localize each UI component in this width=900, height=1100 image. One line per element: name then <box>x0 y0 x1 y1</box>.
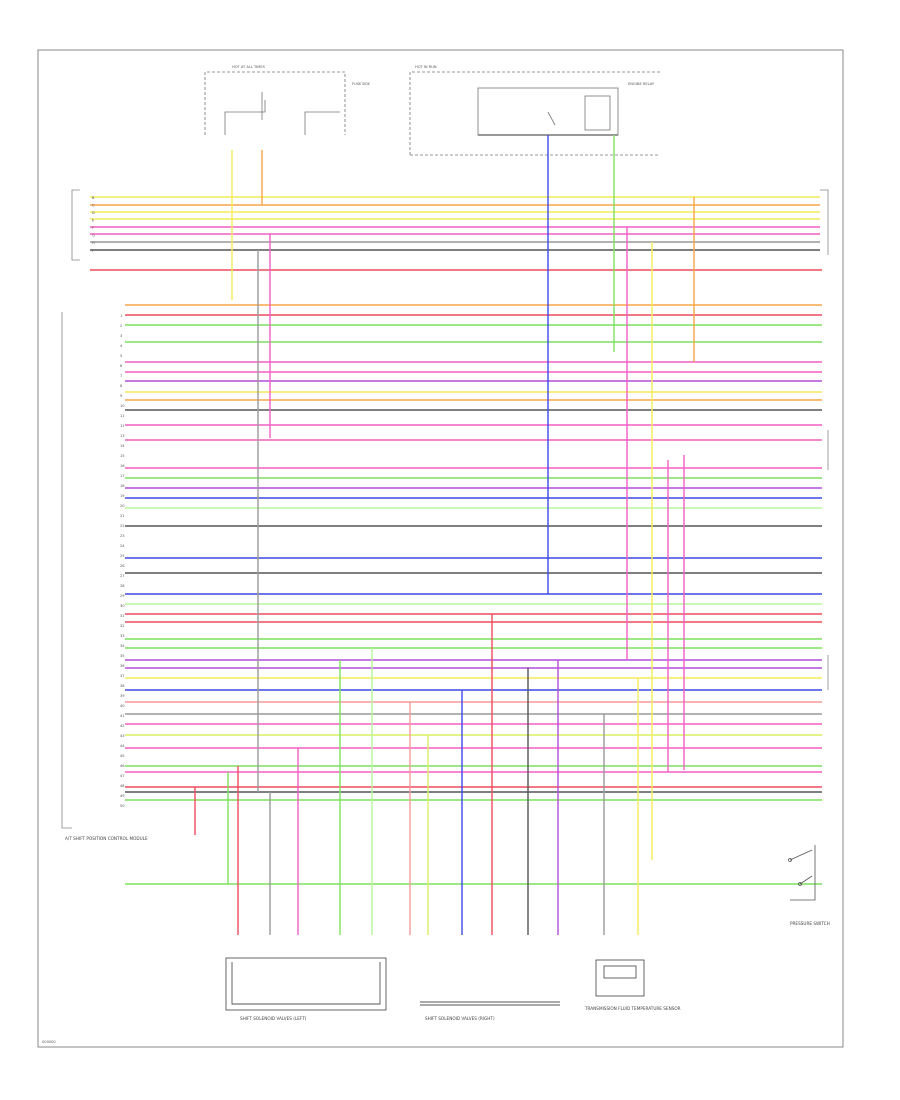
pin-main-45: 45 <box>120 754 125 758</box>
pin-main-29: 29 <box>120 594 125 598</box>
relay-label-2: ENGINE RELAY <box>628 82 655 86</box>
temp-sensor-caption: TRANSMISSION FLUID TEMPERATURE SENSOR <box>584 1006 681 1011</box>
pin-main-18: 18 <box>120 484 125 488</box>
pin-main-12: 12 <box>120 424 125 428</box>
pressure-switch-symbol <box>788 845 816 901</box>
module-bracket-left <box>61 189 80 829</box>
pin-main-32: 32 <box>120 624 125 628</box>
relay-label: HOT IN RUN <box>415 65 437 69</box>
pin-main-17: 17 <box>120 474 125 478</box>
pin-main-42: 42 <box>120 724 125 728</box>
pin-main-30: 30 <box>120 604 125 608</box>
right-bracket <box>820 189 829 690</box>
pin-main-28: 28 <box>120 584 125 588</box>
pin-main-26: 26 <box>120 564 125 568</box>
pin-main-48: 48 <box>120 784 125 788</box>
footer-code: 000000 <box>42 1040 56 1044</box>
temp-sensor-symbol <box>595 959 645 997</box>
pin-main-41: 41 <box>120 714 125 718</box>
pin-top-H: H <box>92 241 95 245</box>
pin-main-24: 24 <box>120 544 125 548</box>
relay-box-right <box>409 71 660 156</box>
pin-top-D: D <box>92 211 95 215</box>
pin-main-39: 39 <box>120 694 125 698</box>
fuse-label-left: HOT AT ALL TIMES <box>232 65 266 69</box>
pin-main-44: 44 <box>120 744 125 748</box>
pin-main-20: 20 <box>120 504 125 508</box>
pin-main-21: 21 <box>120 514 125 518</box>
pin-main-22: 22 <box>120 524 125 528</box>
solenoid-right-caption: SHIFT SOLENOID VALVES (RIGHT) <box>425 1016 495 1021</box>
pin-main-5: 5 <box>120 354 122 358</box>
pin-main-23: 23 <box>120 534 125 538</box>
pin-main-3: 3 <box>120 334 122 338</box>
fuse-label-left-2: FUSE BOX <box>352 82 370 86</box>
pin-main-37: 37 <box>120 674 125 678</box>
pin-main-25: 25 <box>120 554 125 558</box>
pin-top-B: B <box>92 196 95 200</box>
pin-main-46: 46 <box>120 764 125 768</box>
pin-main-14: 14 <box>120 444 125 448</box>
pin-main-16: 16 <box>120 464 125 468</box>
pin-main-47: 47 <box>120 774 125 778</box>
pin-main-1: 1 <box>120 314 122 318</box>
pin-main-50: 50 <box>120 804 125 808</box>
pin-main-2: 2 <box>120 324 122 328</box>
pin-top-C: C <box>92 204 95 208</box>
pin-main-11: 11 <box>120 414 125 418</box>
pin-main-31: 31 <box>120 614 125 618</box>
pin-top-G: G <box>92 234 95 238</box>
pin-main-33: 33 <box>120 634 125 638</box>
pin-main-38: 38 <box>120 684 125 688</box>
pin-top-J: J <box>91 249 93 253</box>
diagram-frame <box>37 49 844 1048</box>
pin-main-6: 6 <box>120 364 123 368</box>
vertical-wires <box>194 135 695 935</box>
pin-main-27: 27 <box>120 574 125 578</box>
pin-top-F: F <box>92 226 94 230</box>
pin-main-49: 49 <box>120 794 125 798</box>
pin-main-8: 8 <box>120 384 123 388</box>
module-caption: A/T SHIFT POSITION CONTROL MODULE <box>65 836 148 841</box>
pin-main-10: 10 <box>120 404 125 408</box>
pin-main-19: 19 <box>120 494 125 498</box>
solenoid-block-left <box>225 957 387 1011</box>
solenoid-block-right <box>420 1001 560 1006</box>
pin-main-43: 43 <box>120 734 125 738</box>
pin-main-4: 4 <box>120 344 123 348</box>
pin-main-9: 9 <box>120 394 123 398</box>
solenoid-left-caption: SHIFT SOLENOID VALVES (LEFT) <box>240 1016 307 1021</box>
pin-layer: BCDEFGHJ12345678910111213141516171819202… <box>91 196 125 808</box>
fuse-box-left <box>204 71 346 135</box>
pin-main-15: 15 <box>120 454 125 458</box>
pin-main-34: 34 <box>120 644 125 648</box>
pin-main-36: 36 <box>120 664 125 668</box>
pin-main-35: 35 <box>120 654 125 658</box>
pin-main-40: 40 <box>120 704 125 708</box>
pin-main-13: 13 <box>120 434 125 438</box>
pin-top-E: E <box>92 219 95 223</box>
pressure-switch-caption: PRESSURE SWITCH <box>790 921 830 926</box>
pin-main-7: 7 <box>120 374 122 378</box>
wire-layer <box>90 196 822 885</box>
